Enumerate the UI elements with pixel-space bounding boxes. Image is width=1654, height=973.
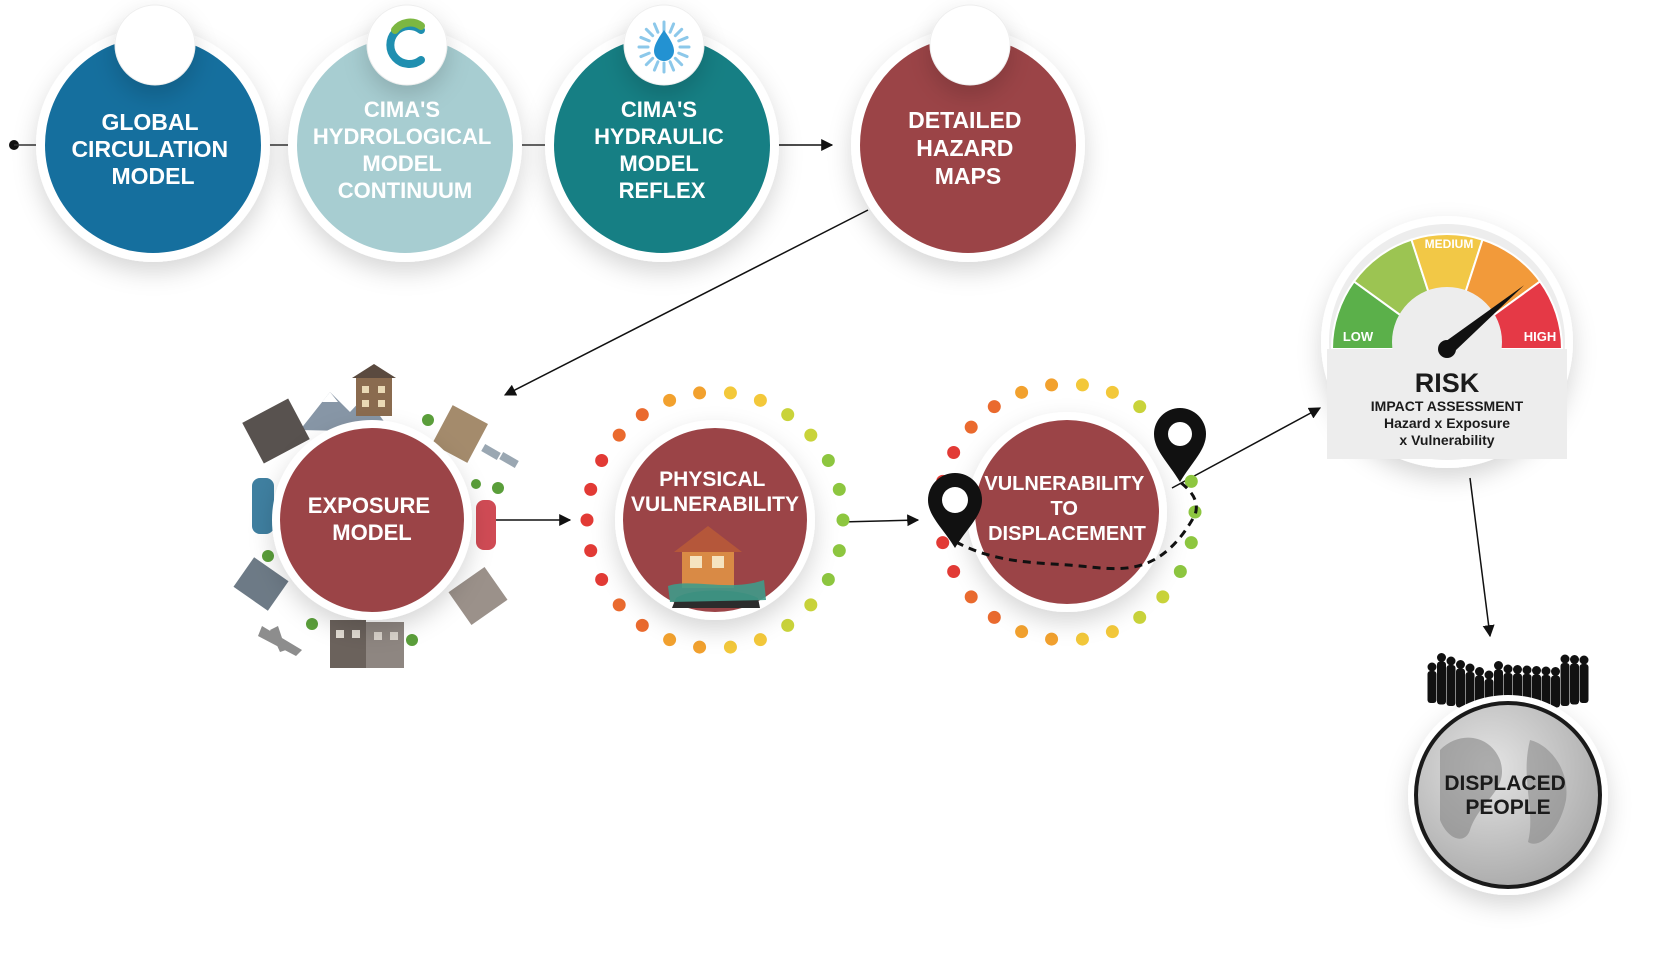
vulnerability-dot [964,420,978,434]
vulnerability-dot [1015,625,1029,639]
node-label: EXPOSURE MODEL [308,493,436,545]
vulnerability-dot [693,640,707,654]
person-silhouette-icon [1465,663,1475,709]
vulnerability-dot [936,536,950,550]
vulnerability-dot [1156,590,1170,604]
vulnerability-dot [832,544,846,558]
vulnerability-dot [595,454,609,468]
node-hydrological-model: CIMA'S HYDROLOGICAL MODEL CONTINUUM [288,4,522,262]
vulnerability-dot [1133,400,1147,414]
node-exposure-model: EXPOSURE MODEL [233,364,519,668]
gauge-high-label: HIGH [1524,329,1557,344]
risk-line-1: IMPACT ASSESSMENT [1371,398,1524,414]
arrow-physical-to-displacement [839,514,920,527]
node-physical-vulnerability: PHYSICAL VULNERABILITY [580,386,850,654]
person-silhouette-icon [1551,667,1560,708]
vulnerability-dot [1075,378,1089,392]
flow-arrows [490,209,1495,638]
node-label: GLOBAL CIRCULATION MODEL [71,109,234,189]
continuum-logo-icon [386,18,425,68]
water-drop-icon [637,20,691,74]
vulnerability-dot [781,618,795,632]
vulnerability-dot [836,513,850,527]
person-silhouette-icon [1541,666,1551,709]
vulnerability-dot [947,564,961,578]
node-displaced-people: DISPLACED PEOPLE [1408,653,1608,895]
vulnerability-dot [987,610,1001,624]
vulnerability-dot [595,572,609,586]
vulnerability-dot [821,572,835,586]
vulnerability-dot [832,482,846,496]
vulnerability-dot [753,393,767,407]
crowd-silhouette-icon [1427,653,1589,715]
vulnerability-dot [635,618,649,632]
arrow-hazard-to-exposure [503,209,869,396]
vulnerability-dot [1105,625,1119,639]
node-label: PHYSICAL VULNERABILITY [631,468,799,516]
person-silhouette-icon [1579,655,1589,703]
gauge-medium-label: MEDIUM [1425,237,1474,251]
gauge-needle [1438,285,1525,358]
node-label: CIMA'S HYDROLOGICAL MODEL CONTINUUM [313,97,497,203]
map-pin-icon [1154,408,1206,482]
risk-line-3: x Vulnerability [1399,432,1494,448]
vulnerability-dot [635,408,649,422]
node-hydraulic-model: CIMA'S HYDRAULIC MODEL REFLEX [545,4,779,262]
person-silhouette-icon [1427,662,1437,703]
city-buildings-icon [233,364,519,668]
node-detailed-hazard-maps: DETAILED HAZARD MAPS [851,4,1085,262]
vulnerability-dot [1045,632,1059,646]
vulnerability-dot [1184,536,1198,550]
migration-path [955,480,1198,571]
vulnerability-dot [821,454,835,468]
vulnerability-dot [693,386,707,400]
vulnerability-dot [580,513,594,527]
person-silhouette-icon [1570,655,1579,705]
person-silhouette-icon [1437,653,1446,705]
vulnerability-dot [1075,632,1089,646]
vulnerability-dot [1015,385,1029,399]
vulnerability-dot [964,590,978,604]
vulnerability-dot [1184,474,1198,488]
flooded-house-icon [668,526,766,608]
vulnerability-dot [804,598,818,612]
vulnerability-dot [663,633,677,647]
vulnerability-dot [947,446,961,460]
vulnerability-dot [1133,610,1147,624]
vulnerability-dot [723,640,737,654]
node-global-circulation-model: GLOBAL CIRCULATION MODEL [36,4,270,262]
map-pin-icon [928,473,982,548]
vulnerability-dot [612,598,626,612]
vulnerability-dot [1045,378,1059,392]
vulnerability-dot [723,386,737,400]
vulnerability-dot [584,482,598,496]
vulnerability-dot [612,428,626,442]
node-label: DETAILED HAZARD MAPS [908,107,1028,189]
person-silhouette-icon [1446,656,1456,706]
node-risk-assessment: LOW HIGH MEDIUM RISK IMPACT ASSESSMENT H… [1321,216,1573,468]
vulnerability-dot [781,408,795,422]
arrow-displacement-to-risk [1171,407,1322,489]
vulnerability-dot [987,400,1001,414]
node-label: VULNERABILITY TO DISPLACEMENT [984,473,1149,545]
vulnerability-dot [584,544,598,558]
gauge-low-label: LOW [1343,329,1374,344]
vulnerability-dot-ring [580,386,850,654]
node-label: DISPLACED PEOPLE [1444,772,1571,819]
node-vulnerability-to-displacement: VULNERABILITY TO DISPLACEMENT [928,378,1206,646]
vulnerability-dot [804,428,818,442]
node-label: CIMA'S HYDRAULIC MODEL REFLEX [594,97,730,203]
person-silhouette-icon [1456,660,1465,708]
risk-title: RISK [1415,368,1480,398]
vulnerability-dot [753,633,767,647]
vulnerability-dot [1105,385,1119,399]
person-silhouette-icon [1560,654,1570,706]
vulnerability-dot [1173,564,1187,578]
arrow-risk-to-displaced [1469,477,1495,638]
risk-line-2: Hazard x Exposure [1384,415,1510,431]
badge-circle [114,4,196,86]
vulnerability-dot [663,393,677,407]
